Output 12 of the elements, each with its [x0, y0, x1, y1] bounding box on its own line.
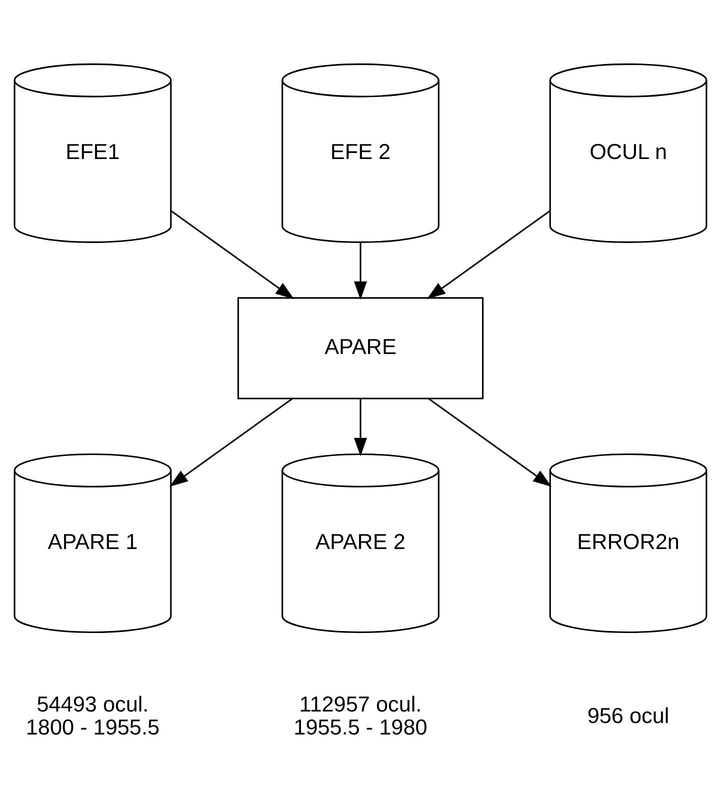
node-label: 54493 ocul. [36, 691, 149, 716]
node-label: 956 ocul [587, 702, 670, 728]
arrow [354, 242, 368, 300]
arrow [426, 210, 551, 299]
node-box: APARE [237, 296, 484, 399]
node-label: 1955.5 - 1980 [294, 714, 428, 740]
node-label: 112957 ocul. [299, 691, 422, 716]
arrow [428, 398, 552, 486]
arrow [169, 398, 293, 486]
node-label: 1800 - 1955.5 [26, 714, 160, 740]
arrow [354, 398, 368, 456]
arrow [170, 210, 294, 299]
